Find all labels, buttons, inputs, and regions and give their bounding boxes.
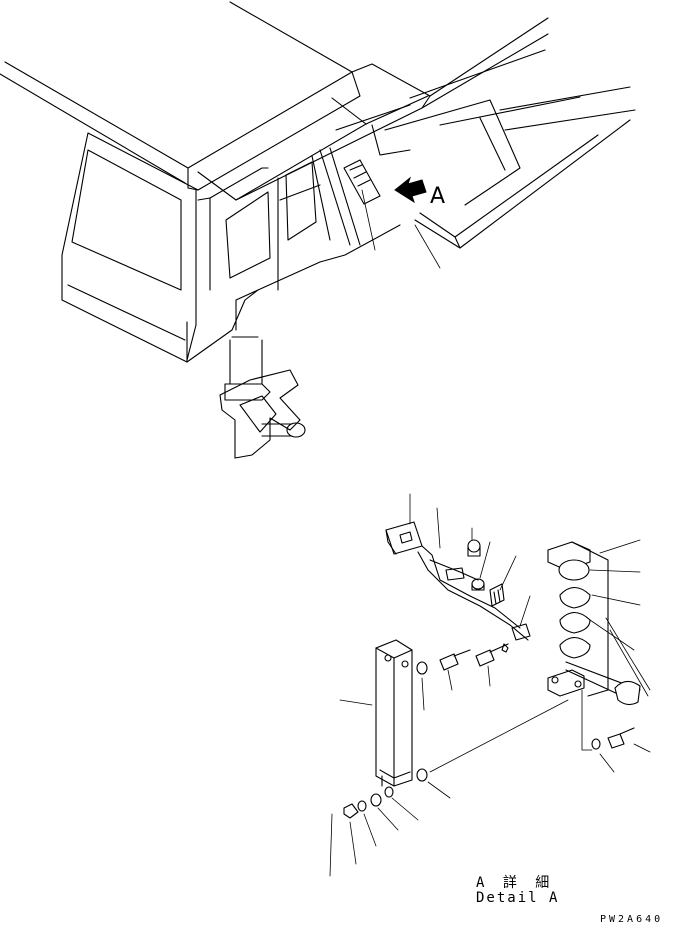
lamp-housing <box>547 541 641 706</box>
lamp-unit-location <box>343 159 381 205</box>
boom <box>384 17 636 249</box>
detail-a-exploded <box>329 493 651 877</box>
leader-lines <box>329 493 651 877</box>
column-pedestal <box>219 336 306 459</box>
detail-caption-english: Detail A <box>476 890 560 906</box>
wiring-connector <box>385 521 529 641</box>
harness-clips <box>445 539 531 653</box>
cab-body <box>61 104 411 363</box>
cab-overview <box>0 1 636 459</box>
view-arrow-a <box>394 176 427 204</box>
fasteners <box>343 643 635 819</box>
mounting-bracket <box>375 639 413 787</box>
drawing-code: PW2A640 <box>600 914 664 925</box>
detail-caption-japanese: A 詳 細 <box>476 875 555 891</box>
view-marker-a: A <box>430 184 447 209</box>
